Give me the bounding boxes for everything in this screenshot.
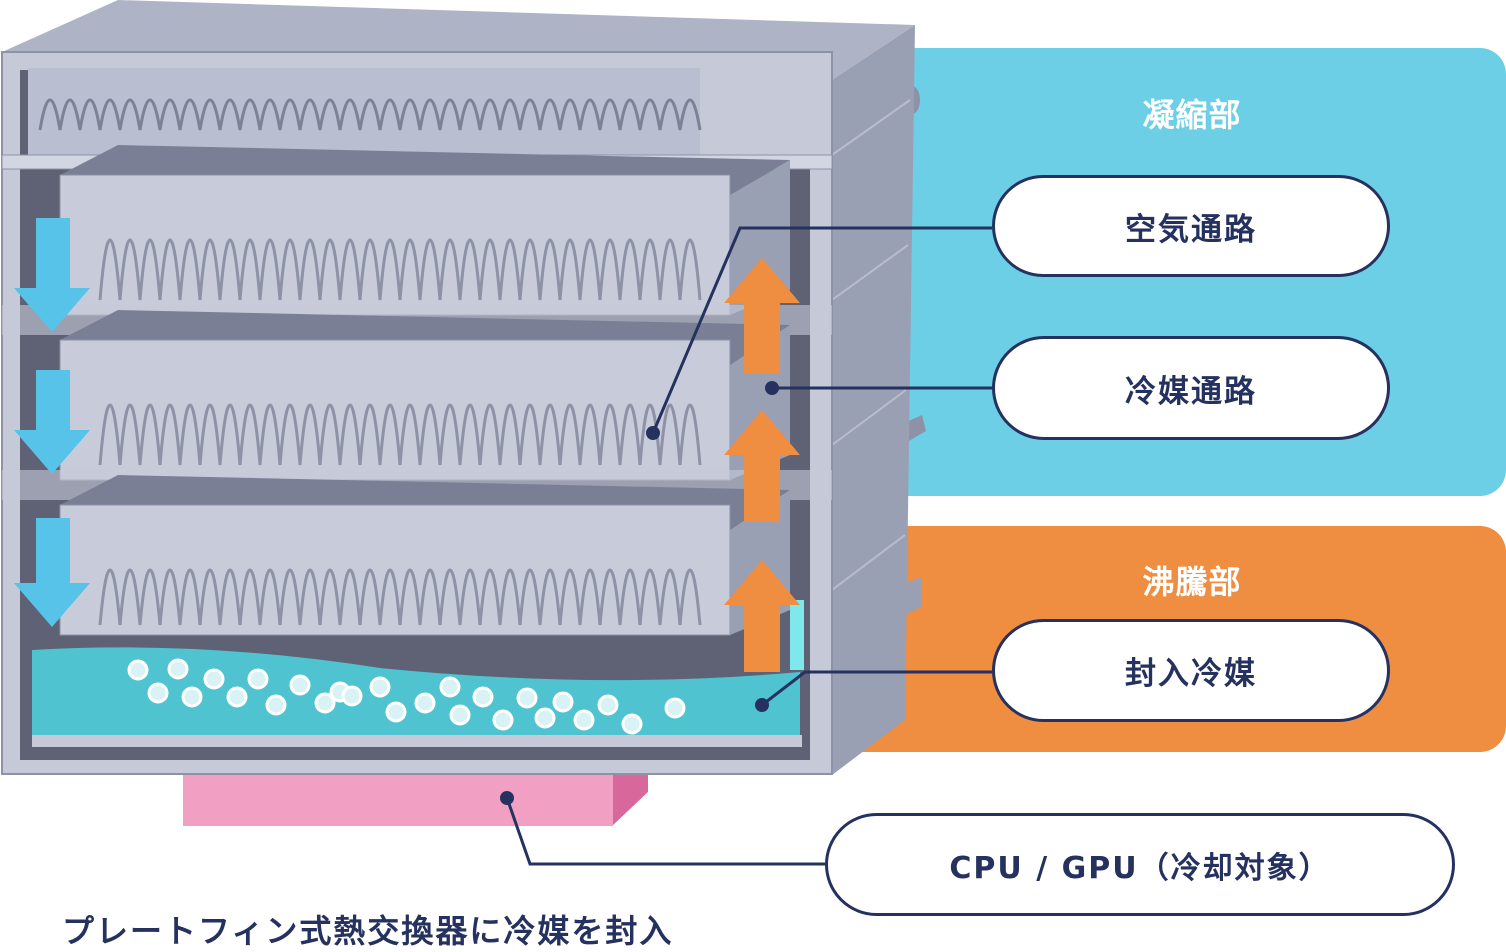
dot-icon [500, 791, 514, 805]
arrow-down-icon [14, 518, 90, 627]
leader-line-cpu [505, 797, 825, 866]
bubble-icon [472, 686, 494, 708]
leader-line-air [651, 226, 992, 434]
bubble-icon [385, 701, 407, 723]
condenser-section-title: 凝縮部 [1142, 96, 1242, 134]
bubble-icon [289, 674, 311, 696]
bubble-icon [341, 685, 363, 707]
arrow-down-icon [14, 218, 90, 332]
fin-plate-2 [59, 310, 790, 481]
fin-plate-3 [59, 475, 790, 636]
bubble-icon [127, 659, 149, 681]
cpu-gpu-label: CPU / GPU（冷却対象） [825, 813, 1455, 916]
bubble-icon [265, 694, 287, 716]
refrigerant-passage-label: 冷媒通路 [992, 336, 1390, 440]
down-arrows [14, 218, 90, 627]
arrow-down-icon [14, 370, 90, 474]
bubbles [127, 658, 686, 735]
bubble-icon [492, 709, 514, 731]
bubble-icon [226, 686, 248, 708]
bubble-icon [516, 687, 538, 709]
fin-plate-1 [59, 145, 790, 316]
sealed-refrigerant-label: 封入冷媒 [992, 619, 1390, 722]
bubble-icon [439, 676, 461, 698]
bubble-icon [597, 694, 619, 716]
leader-line-sealed [761, 670, 992, 707]
bubble-icon [664, 697, 686, 719]
air-passage-label: 空気通路 [992, 175, 1390, 277]
bubble-icon [369, 676, 391, 698]
bubble-icon [247, 668, 269, 690]
bubble-icon [167, 658, 189, 680]
bubble-icon [534, 707, 556, 729]
dot-icon [765, 381, 779, 395]
up-arrows [724, 258, 800, 672]
bubble-icon [621, 713, 643, 735]
diagram-caption: プレートフィン式熱交換器に冷媒を封入 [62, 912, 674, 950]
dot-icon [755, 698, 769, 712]
casing-right-side [832, 25, 915, 775]
bubble-icon [181, 686, 203, 708]
arrow-up-icon [724, 410, 800, 522]
boiling-section-title: 沸騰部 [1142, 563, 1242, 601]
top-fins [38, 98, 702, 131]
arrow-up-icon [724, 560, 800, 672]
bubble-icon [552, 691, 574, 713]
bubble-icon [203, 668, 225, 690]
bubble-icon [449, 704, 471, 726]
dot-icon [646, 426, 660, 440]
bubble-icon [314, 692, 336, 714]
top-fin-band [28, 68, 828, 158]
bubble-icon [414, 692, 436, 714]
bubble-icon [147, 682, 169, 704]
bubble-icon [573, 709, 595, 731]
arrow-up-icon [724, 258, 800, 373]
